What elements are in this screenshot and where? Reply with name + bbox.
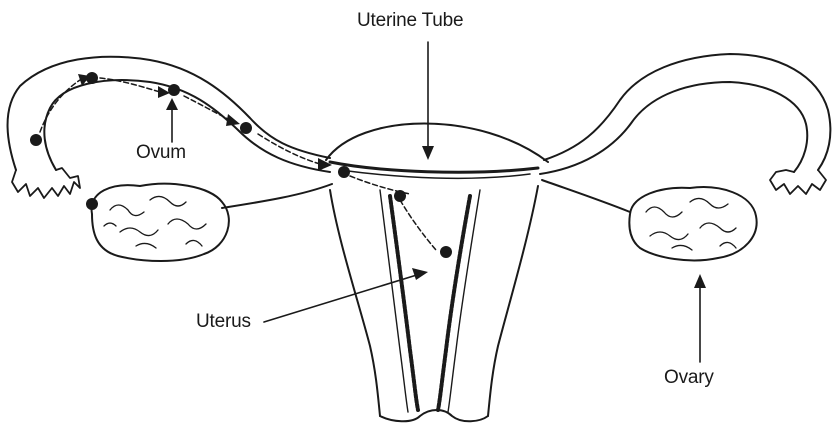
callout-ovary-arrowhead xyxy=(694,274,706,288)
callout-uterus-arrowhead xyxy=(412,268,428,280)
right-ovary-texture xyxy=(646,198,736,250)
right-tube-lower-wall xyxy=(540,82,807,174)
ovum-dot-1 xyxy=(86,72,98,84)
ovum-dot-5 xyxy=(86,198,98,210)
left-ovary xyxy=(92,184,229,261)
label-uterine-tube: Uterine Tube xyxy=(357,10,463,32)
ovum-dot-7 xyxy=(394,190,406,202)
ovum-dot-2 xyxy=(168,84,180,96)
ovum-path-arrowhead-4 xyxy=(318,158,332,171)
label-ovary: Ovary xyxy=(664,367,714,389)
ovum-dot-8 xyxy=(440,246,452,258)
callout-ovum-arrowhead xyxy=(166,98,178,110)
ovum-dot-3 xyxy=(240,122,252,134)
right-ovary xyxy=(629,187,756,260)
ovum-path-arrow-3 xyxy=(184,96,230,120)
uterus-right-wall xyxy=(488,186,538,416)
label-uterus: Uterus xyxy=(196,311,251,333)
right-tube-upper-wall xyxy=(544,54,830,170)
left-ovary-texture xyxy=(104,196,206,248)
ovum-path-arrowhead-3 xyxy=(226,114,240,126)
ovum-path-arrow-4 xyxy=(258,134,320,164)
endometrium-right xyxy=(438,196,470,410)
right-fimbriae xyxy=(770,170,826,194)
ovum-dot-4 xyxy=(30,134,42,146)
cervix xyxy=(380,410,488,421)
uterine-cavity-top xyxy=(330,162,538,172)
uterus-fundus xyxy=(326,124,548,163)
ovum-dot-6 xyxy=(338,166,350,178)
callout-uterus-line xyxy=(264,274,420,322)
left-tube-lower-wall xyxy=(44,80,330,172)
ovum-path-arrowhead-2 xyxy=(158,86,170,98)
left-fimbriae xyxy=(12,168,80,198)
label-ovum: Ovum xyxy=(136,142,186,164)
ovum-path-arrow-6 xyxy=(400,200,436,250)
callout-uterine-tube-arrowhead xyxy=(422,146,434,160)
uterus-left-wall xyxy=(330,190,380,416)
left-ovarian-ligament xyxy=(222,184,332,208)
right-ovarian-ligament xyxy=(542,180,630,212)
